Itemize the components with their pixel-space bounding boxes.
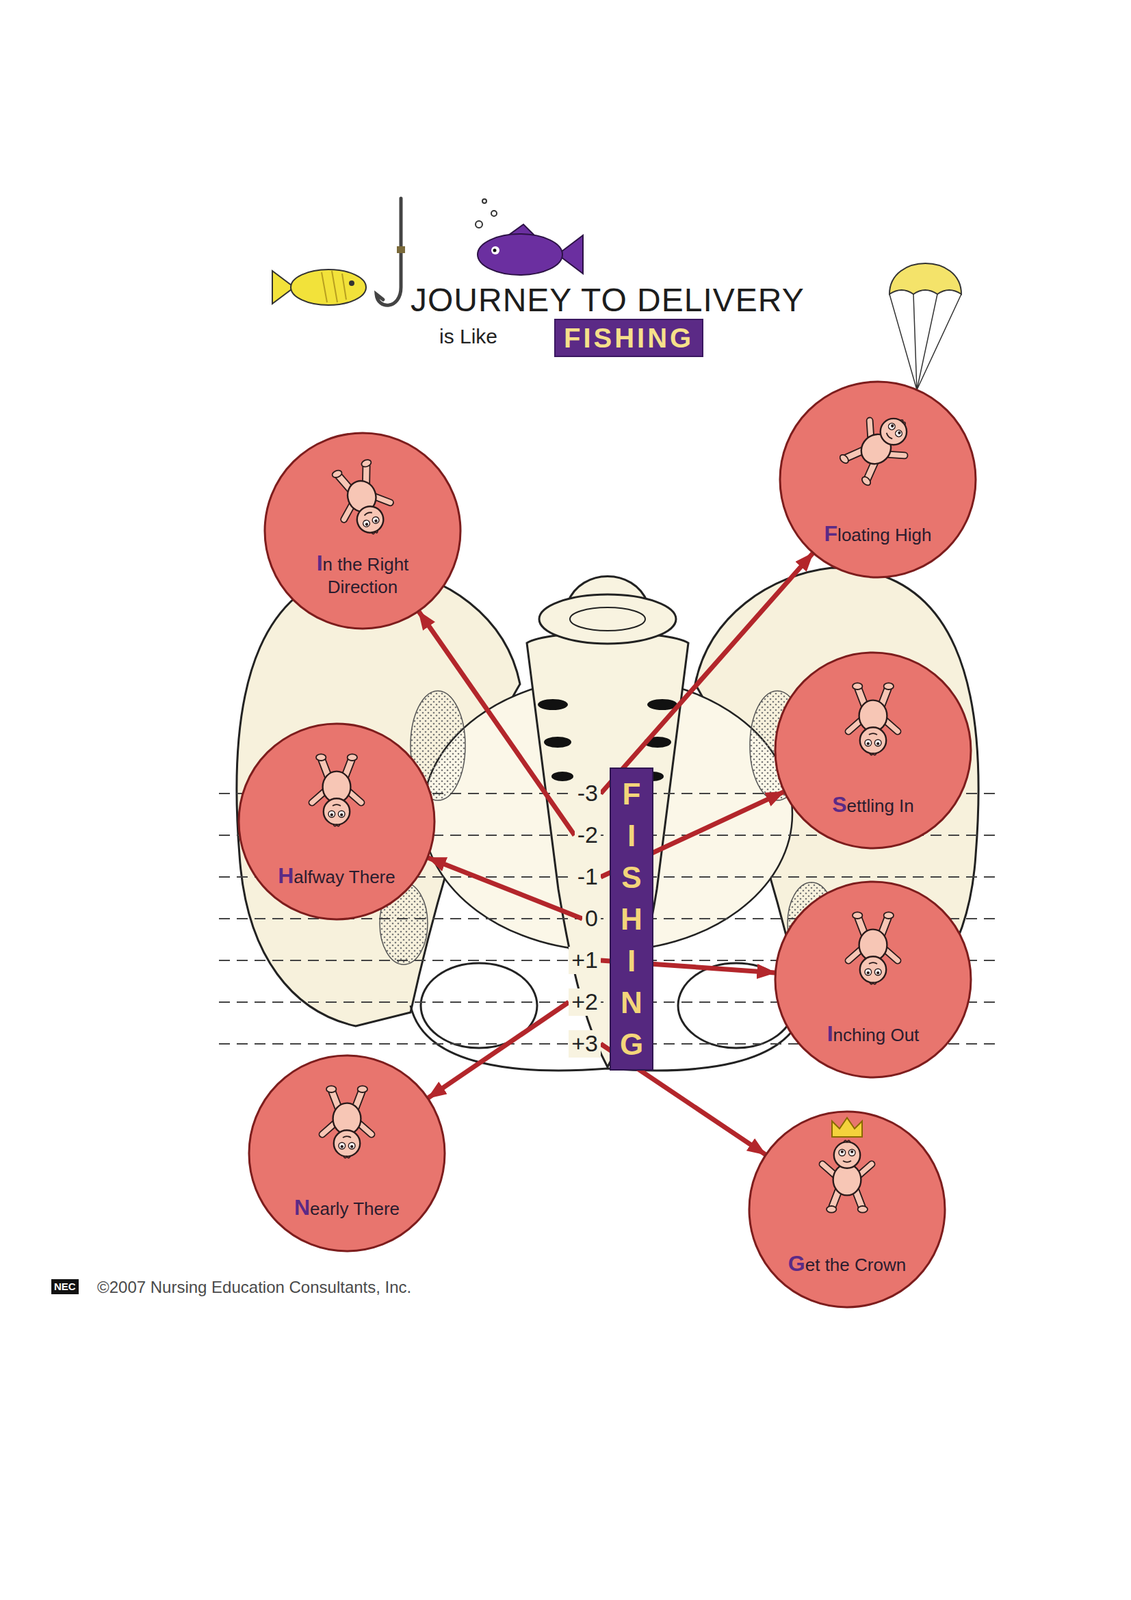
circle-fill: [749, 1111, 945, 1308]
circle-outline: [237, 722, 436, 921]
circle-outline: [778, 380, 978, 579]
fish-body: [477, 234, 563, 276]
station-box: -1: [574, 863, 601, 891]
sacral-foramen: [551, 771, 574, 782]
station-box: -3: [574, 780, 601, 807]
crown-icon: [832, 1118, 863, 1138]
circle-outline: [263, 431, 462, 631]
diagram-title: JOURNEY TO DELIVERY: [410, 281, 805, 319]
title-badge: FISHING: [554, 318, 704, 358]
parachute-string: [889, 294, 962, 390]
stage-circle: In the Right Direction: [263, 431, 462, 631]
obturator-foramen: [420, 963, 538, 1049]
stage-circle: Inching Out: [773, 880, 973, 1079]
fish-eye: [348, 280, 355, 286]
station-box: -2: [574, 821, 601, 849]
hook-knot: [396, 246, 406, 254]
sacral-foramen: [643, 736, 672, 748]
station-number: 0: [582, 905, 601, 932]
stage-circle: Halfway There: [237, 722, 436, 921]
baby-figure: [848, 682, 898, 756]
station-box: +3: [568, 1030, 601, 1058]
circle-fill: [264, 433, 461, 629]
stage-circle: Nearly There: [247, 1054, 447, 1253]
station-box: 0: [582, 905, 601, 932]
circle-caption: Nearly There: [275, 1194, 419, 1222]
stage-circle: Floating High: [778, 380, 978, 579]
circle-fill: [238, 723, 435, 920]
arrow-connector: [418, 611, 575, 836]
bubble: [475, 221, 483, 228]
baby-figure: [312, 754, 362, 827]
circle-outline: [247, 1054, 447, 1253]
purple-fish: [477, 224, 583, 276]
lumbar-vertebra: [539, 594, 676, 644]
stage-circle: Settling In: [773, 651, 973, 850]
station-number: -2: [574, 821, 601, 849]
station-box: +2: [568, 988, 601, 1016]
sacral-foramen: [647, 699, 678, 711]
station-number: +3: [568, 1030, 601, 1058]
copyright-note: ©2007 Nursing Education Consultants, Inc…: [97, 1278, 412, 1298]
baby-figure: [822, 1140, 872, 1214]
circle-caption: In the Right Direction: [290, 550, 435, 599]
bubble: [491, 210, 497, 217]
fish-pupil: [493, 249, 497, 253]
fish-eye: [491, 246, 500, 255]
baby-figure: [848, 912, 898, 985]
baby-figure: [322, 1085, 372, 1159]
station-number: -3: [574, 780, 601, 807]
circle-fill: [775, 652, 971, 849]
fishing-column: FISHING: [609, 767, 654, 1071]
parachute-canopy: [889, 263, 962, 295]
circle-outline: [773, 880, 973, 1079]
circle-fill: [249, 1055, 445, 1252]
fish-stripes: [321, 270, 347, 303]
station-number: -1: [574, 863, 601, 891]
bubble: [482, 199, 487, 204]
publisher-logo: NEC: [51, 1279, 79, 1295]
station-number: +2: [568, 988, 601, 1016]
circle-caption: Settling In: [801, 791, 945, 819]
station-number: +1: [568, 946, 601, 974]
arrow-connector: [428, 1002, 569, 1099]
circle-caption: Halfway There: [264, 862, 409, 890]
arrow-connector: [428, 858, 583, 919]
vertebral-body: [569, 607, 646, 631]
sacral-foramen: [537, 699, 568, 711]
yellow-fish: [272, 269, 367, 306]
column-letters: FISHING: [618, 773, 644, 1066]
baby-figure: [327, 457, 399, 542]
fish-body: [290, 269, 367, 306]
baby-figure: [835, 403, 922, 490]
circle-caption: Floating High: [806, 520, 950, 548]
circle-outline: [747, 1110, 947, 1309]
parachute: [889, 263, 962, 390]
title-phrase: is Like: [439, 324, 498, 349]
station-box: +1: [568, 946, 601, 974]
sacral-foramen: [543, 736, 572, 748]
circle-fill: [775, 881, 971, 1078]
circle-fill: [780, 381, 976, 578]
stage-circle: Get the Crown: [747, 1110, 947, 1309]
circle-outline: [773, 651, 973, 850]
circle-caption: Inching Out: [801, 1020, 945, 1048]
circle-caption: Get the Crown: [775, 1250, 919, 1278]
